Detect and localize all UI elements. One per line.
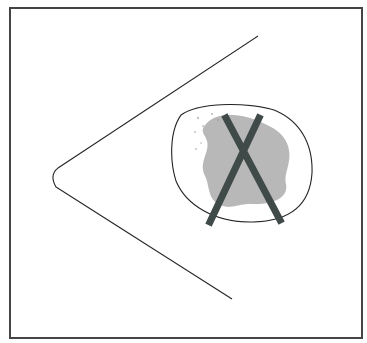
frame-border [10, 8, 362, 338]
